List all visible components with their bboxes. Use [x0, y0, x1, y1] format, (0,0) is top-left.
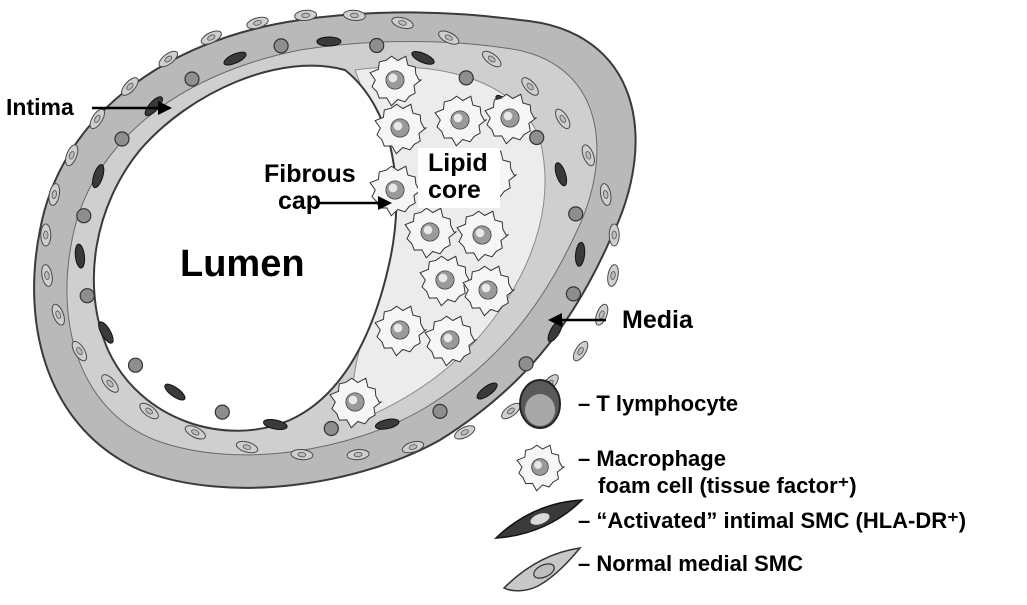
normal-smc-cell	[606, 264, 620, 287]
t-lymphocyte-cell	[274, 39, 288, 53]
legend-t-lymphocyte: – T lymphocyte	[578, 391, 738, 416]
t-lymphocyte-icon	[520, 380, 560, 428]
lumen-label: Lumen	[180, 245, 305, 285]
intima-label: Intima	[6, 95, 74, 119]
t-lymphocyte-cell	[566, 287, 580, 301]
macrophage-foam-cell-icon	[517, 445, 564, 491]
t-lymphocyte-cell	[115, 132, 129, 146]
lipid-core-label: Lipid	[428, 150, 488, 176]
t-lymphocyte-cell	[80, 289, 94, 303]
normal-smc-cell	[41, 224, 51, 246]
t-lymphocyte-cell	[519, 357, 533, 371]
activated-smc-icon	[496, 500, 582, 538]
normal-smc-cell	[593, 303, 610, 327]
lipid-core-label-line2: core	[428, 177, 481, 203]
t-lymphocyte-cell	[370, 39, 384, 53]
t-lymphocyte-cell	[185, 72, 199, 86]
legend-normal-smc: – Normal medial SMC	[578, 551, 803, 576]
t-lymphocyte-cell	[77, 209, 91, 223]
t-lymphocyte-cell	[433, 404, 447, 418]
normal-smc-cell	[571, 339, 591, 363]
macrophage-foam-cell-legend	[517, 445, 564, 491]
legend-macrophage-line2: foam cell (tissue factor⁺)	[598, 473, 857, 498]
fibrous-cap-label: Fibrous	[264, 161, 356, 187]
t-lymphocyte-cell	[324, 422, 338, 436]
legend-activated-smc: – “Activated” intimal SMC (HLA-DR⁺)	[578, 508, 966, 533]
t-lymphocyte-cell	[530, 131, 544, 145]
legend-macrophage: – Macrophage	[578, 446, 726, 471]
normal-smc-cell	[609, 224, 619, 246]
t-lymphocyte-cell	[459, 71, 473, 85]
t-lymphocyte-cell	[215, 405, 229, 419]
media-label: Media	[622, 307, 693, 333]
normal-smc-icon	[504, 548, 580, 591]
fibrous-cap-label-line2: cap	[278, 188, 321, 214]
t-lymphocyte-cell	[569, 207, 583, 221]
t-lymphocyte-cell	[129, 358, 143, 372]
activated-smc-cell	[317, 37, 341, 46]
